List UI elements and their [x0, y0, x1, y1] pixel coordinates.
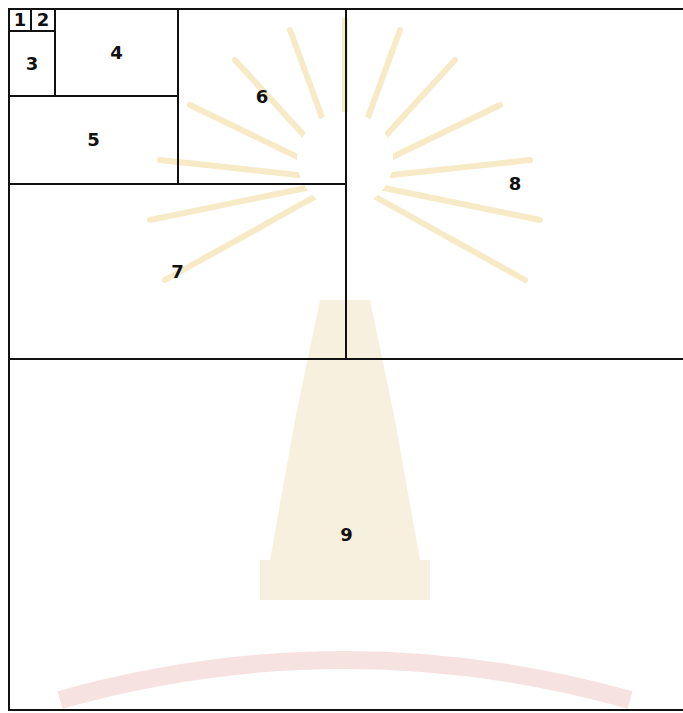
region-number: 4	[110, 44, 123, 62]
region-number: 9	[340, 526, 353, 544]
region-box: 2	[30, 8, 56, 32]
region-box: 7	[8, 183, 347, 360]
region-number: 7	[171, 263, 184, 281]
region-number: 6	[256, 88, 269, 106]
region-number: 8	[509, 175, 522, 193]
region-number: 1	[14, 11, 27, 29]
region-box: 3	[8, 30, 56, 97]
region-number: 2	[37, 11, 50, 29]
region-number: 5	[87, 131, 100, 149]
region-box: 4	[54, 8, 179, 97]
region-box: 1	[8, 8, 32, 32]
region-box: 5	[8, 95, 179, 185]
region-box: 9	[8, 358, 683, 711]
region-number: 3	[26, 55, 39, 73]
region-box: 8	[345, 8, 683, 360]
region-box: 6	[177, 8, 347, 185]
